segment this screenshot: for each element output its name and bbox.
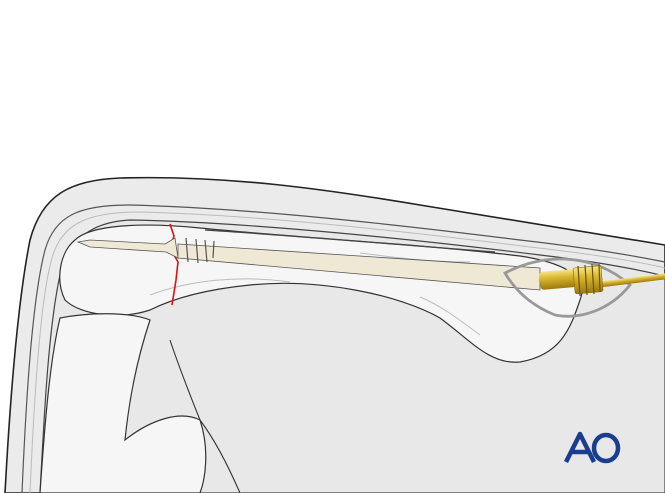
guide-wire xyxy=(594,273,665,288)
screw-threads xyxy=(185,237,215,264)
bone-detail xyxy=(204,229,496,253)
tissue-layer xyxy=(29,211,665,493)
sleeve-thread-lines xyxy=(577,263,601,297)
bone-detail xyxy=(419,296,481,336)
screw-tip xyxy=(76,237,179,259)
screw-shaft xyxy=(177,243,541,291)
bone-middle-phalanx xyxy=(39,313,207,493)
ao-logo xyxy=(563,431,621,464)
incision-outline xyxy=(503,257,632,318)
bone-detail xyxy=(149,278,291,296)
sleeve-threads xyxy=(572,265,604,295)
drill-sleeve xyxy=(539,269,577,290)
bone-detail xyxy=(169,339,241,493)
tissue-layer xyxy=(21,204,665,493)
